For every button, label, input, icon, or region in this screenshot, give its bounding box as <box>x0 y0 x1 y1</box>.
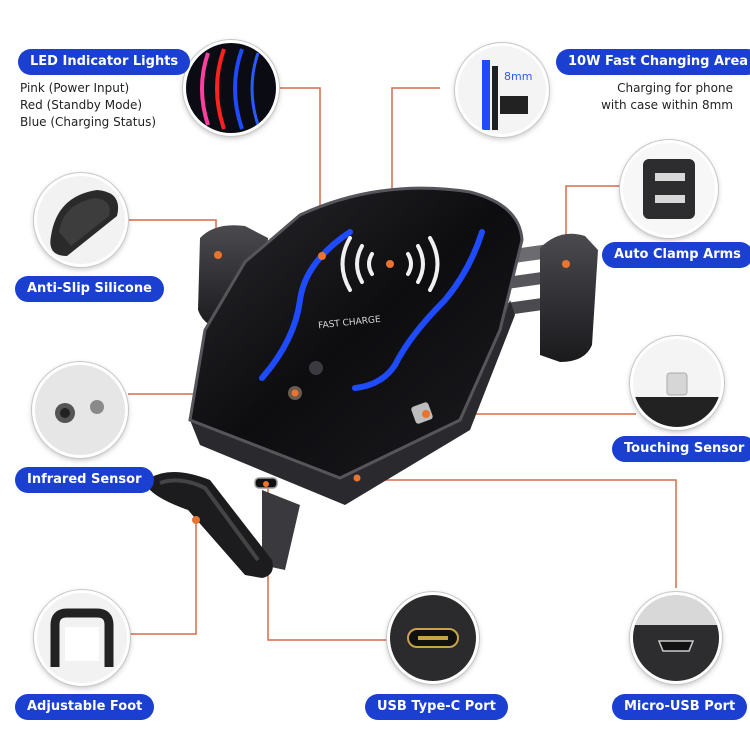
bracket-stem <box>262 490 300 570</box>
antislip-marker <box>214 251 222 259</box>
fast-area-detail-circle: 8mm <box>455 43 549 137</box>
usbc-detail-circle <box>387 592 479 684</box>
led-line-pink: Pink (Power Input) <box>20 81 130 95</box>
right-clamp-arm <box>540 233 598 362</box>
micro-marker <box>353 474 361 482</box>
led-lights-label: LED Indicator Lights <box>18 49 191 75</box>
leader-micro <box>358 479 677 588</box>
led-line-red: Red (Standby Mode) <box>20 98 143 112</box>
infrared-lens-illustration <box>55 400 104 423</box>
device-body-side <box>190 300 515 505</box>
adjustable-foot <box>150 471 273 578</box>
led-strip-left <box>259 229 353 381</box>
measure-label: 8mm <box>504 70 532 83</box>
usbc-label: USB Type-C Port <box>365 694 508 720</box>
led-detail-circle <box>183 40 279 136</box>
leader-foot <box>128 520 197 635</box>
fast-area-label: 10W Fast Changing Area <box>556 49 750 75</box>
antislip-detail-circle <box>34 173 128 267</box>
fast-line-2: with case within 8mm <box>601 98 733 112</box>
infrared-window <box>309 361 323 375</box>
foot-marker <box>192 516 200 524</box>
phone-case-illustration: 8mm <box>482 60 532 130</box>
led-marker <box>318 252 326 260</box>
infrared-marker <box>291 389 299 397</box>
led-strip-right <box>352 229 485 391</box>
touch-sensor-illustration <box>633 372 721 427</box>
touch-sensor-pad <box>411 402 433 424</box>
touch-label: Touching Sensor <box>612 436 750 462</box>
usbc-port-illustration <box>390 595 476 681</box>
clamp-arm-illustration <box>643 159 695 219</box>
touch-marker <box>422 410 430 418</box>
foot-illustration <box>50 608 114 667</box>
infrared-label: Infrared Sensor <box>15 467 154 493</box>
wireless-symbol <box>340 236 440 292</box>
micro-usb-illustration <box>633 595 719 681</box>
usbc-marker <box>263 481 269 487</box>
antislip-label: Anti-Slip Silicone <box>15 276 164 302</box>
foot-detail-circle <box>34 590 130 686</box>
clamp-detail-circle <box>620 140 718 238</box>
infrared-detail-circle <box>32 362 128 458</box>
led-lights-illustration <box>200 48 260 130</box>
led-lights-description: Pink (Power Input) Red (Standby Mode) Bl… <box>20 80 156 131</box>
clamp-label: Auto Clamp Arms <box>602 242 750 268</box>
fast-line-1: Charging for phone <box>617 81 733 95</box>
touch-detail-circle <box>630 336 724 430</box>
clamp-marker <box>562 260 570 268</box>
silicone-pad-illustration <box>50 190 119 256</box>
fast-area-marker <box>386 260 394 268</box>
fast-area-description: Charging for phone with case within 8mm <box>601 80 733 114</box>
micro-detail-circle <box>630 592 722 684</box>
led-line-blue: Blue (Charging Status) <box>20 115 157 129</box>
foot-label: Adjustable Foot <box>15 694 155 720</box>
micro-label: Micro-USB Port <box>612 694 748 720</box>
